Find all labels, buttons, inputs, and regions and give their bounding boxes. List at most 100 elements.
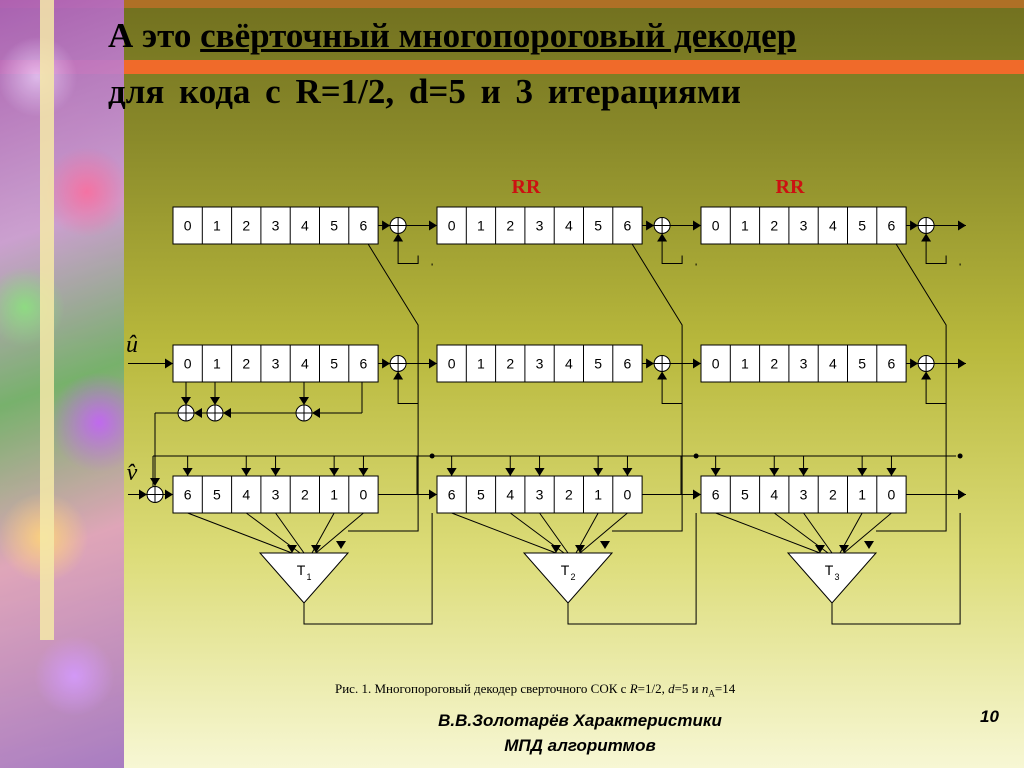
register-mid-2 bbox=[436, 344, 643, 383]
arrow-head bbox=[446, 468, 457, 476]
register-cell: 5 bbox=[330, 356, 338, 372]
arrow-head bbox=[864, 541, 874, 549]
rr-label-2: RR bbox=[776, 176, 805, 198]
register-cell: 6 bbox=[360, 218, 368, 234]
arrow-head bbox=[958, 220, 966, 231]
arrow-head bbox=[798, 468, 809, 476]
register-cell: 6 bbox=[888, 356, 896, 372]
arrow-head bbox=[505, 468, 516, 476]
connector-line bbox=[275, 512, 305, 554]
arrow-head bbox=[165, 489, 173, 500]
register-cell: 4 bbox=[829, 218, 837, 234]
v-hat-label: v̂ bbox=[127, 460, 138, 486]
arrow-head bbox=[336, 541, 346, 549]
register-cell: 5 bbox=[213, 487, 221, 503]
u-hat-label: û bbox=[126, 332, 138, 358]
register-cell: 4 bbox=[301, 218, 309, 234]
arrow-head bbox=[210, 397, 220, 405]
arrow-head bbox=[182, 468, 193, 476]
register-cell: 0 bbox=[448, 218, 456, 234]
register-cell: 3 bbox=[536, 487, 544, 503]
arrow-head bbox=[693, 358, 701, 369]
connector-line bbox=[843, 512, 892, 554]
arrow-head bbox=[575, 545, 585, 553]
register-bot-3 bbox=[700, 475, 907, 514]
register-cell: 6 bbox=[712, 487, 720, 503]
register-cell: 1 bbox=[213, 356, 221, 372]
register-cell: 3 bbox=[800, 356, 808, 372]
register-cell: 5 bbox=[594, 356, 602, 372]
register-cell: 5 bbox=[330, 218, 338, 234]
arrow-head bbox=[693, 489, 701, 500]
register-cell: 0 bbox=[888, 487, 896, 503]
arrow-head bbox=[194, 408, 202, 418]
connector-line bbox=[579, 512, 628, 554]
register-cell: 4 bbox=[565, 218, 573, 234]
arrow-head bbox=[270, 468, 281, 476]
arrow-head bbox=[958, 358, 966, 369]
arrow-head bbox=[287, 545, 297, 553]
register-cell: 0 bbox=[184, 356, 192, 372]
slide-title: А это свёрточный многопороговый декодер bbox=[108, 16, 1018, 56]
connector-line bbox=[803, 512, 833, 554]
threshold-label: T bbox=[825, 562, 834, 578]
connector-line bbox=[187, 512, 293, 554]
register-cell: 5 bbox=[858, 356, 866, 372]
arrow-head bbox=[646, 358, 655, 369]
register-cell: 2 bbox=[301, 487, 309, 503]
arrow-head bbox=[646, 220, 655, 231]
arrow-head bbox=[857, 468, 868, 476]
arrow-head bbox=[921, 371, 932, 380]
decorative-collage bbox=[0, 0, 124, 768]
threshold-label: T bbox=[561, 562, 570, 578]
connector-line bbox=[315, 512, 364, 554]
connector-line bbox=[925, 371, 947, 404]
arrow-head bbox=[815, 545, 825, 553]
threshold-label: T bbox=[297, 562, 306, 578]
arrow-head bbox=[886, 468, 897, 476]
register-cell: 3 bbox=[536, 356, 544, 372]
arrow-head bbox=[769, 468, 780, 476]
register-cell: 6 bbox=[360, 356, 368, 372]
register-cell: 2 bbox=[506, 356, 514, 372]
orange-accent-bar bbox=[0, 60, 1024, 74]
register-cell: 5 bbox=[858, 218, 866, 234]
arrow-head bbox=[710, 468, 721, 476]
register-cell: 2 bbox=[770, 218, 778, 234]
register-cell: 2 bbox=[242, 218, 250, 234]
arrow-head bbox=[429, 358, 437, 369]
arrow-head bbox=[139, 489, 147, 500]
arrow-head bbox=[551, 545, 561, 553]
arrow-head bbox=[839, 545, 849, 553]
register-cell: 1 bbox=[477, 356, 485, 372]
register-top-1 bbox=[172, 206, 379, 245]
register-cell: 4 bbox=[829, 356, 837, 372]
register-cell: 5 bbox=[741, 487, 749, 503]
arrow-head bbox=[534, 468, 545, 476]
register-cell: 1 bbox=[477, 218, 485, 234]
register-mid-1 bbox=[172, 344, 379, 383]
register-cell: 2 bbox=[242, 356, 250, 372]
register-cell: 0 bbox=[448, 356, 456, 372]
arrow-head bbox=[358, 468, 369, 476]
connector-line bbox=[567, 513, 697, 625]
arrow-head bbox=[910, 220, 919, 231]
register-cell: 6 bbox=[448, 487, 456, 503]
register-cell: 4 bbox=[242, 487, 250, 503]
register-cell: 1 bbox=[213, 218, 221, 234]
register-cell: 4 bbox=[565, 356, 573, 372]
register-cell: 4 bbox=[506, 487, 514, 503]
threshold-subscript: 1 bbox=[306, 572, 311, 582]
arrow-head bbox=[958, 489, 966, 500]
register-top-2 bbox=[436, 206, 643, 245]
register-cell: 6 bbox=[888, 218, 896, 234]
arrow-head bbox=[429, 220, 437, 231]
connector-line bbox=[661, 233, 683, 264]
register-cell: 0 bbox=[712, 356, 720, 372]
arrow-head bbox=[921, 233, 932, 242]
register-bot-1 bbox=[172, 475, 379, 514]
register-cell: 6 bbox=[624, 218, 632, 234]
connector-line bbox=[831, 513, 961, 625]
register-cell: 1 bbox=[741, 356, 749, 372]
